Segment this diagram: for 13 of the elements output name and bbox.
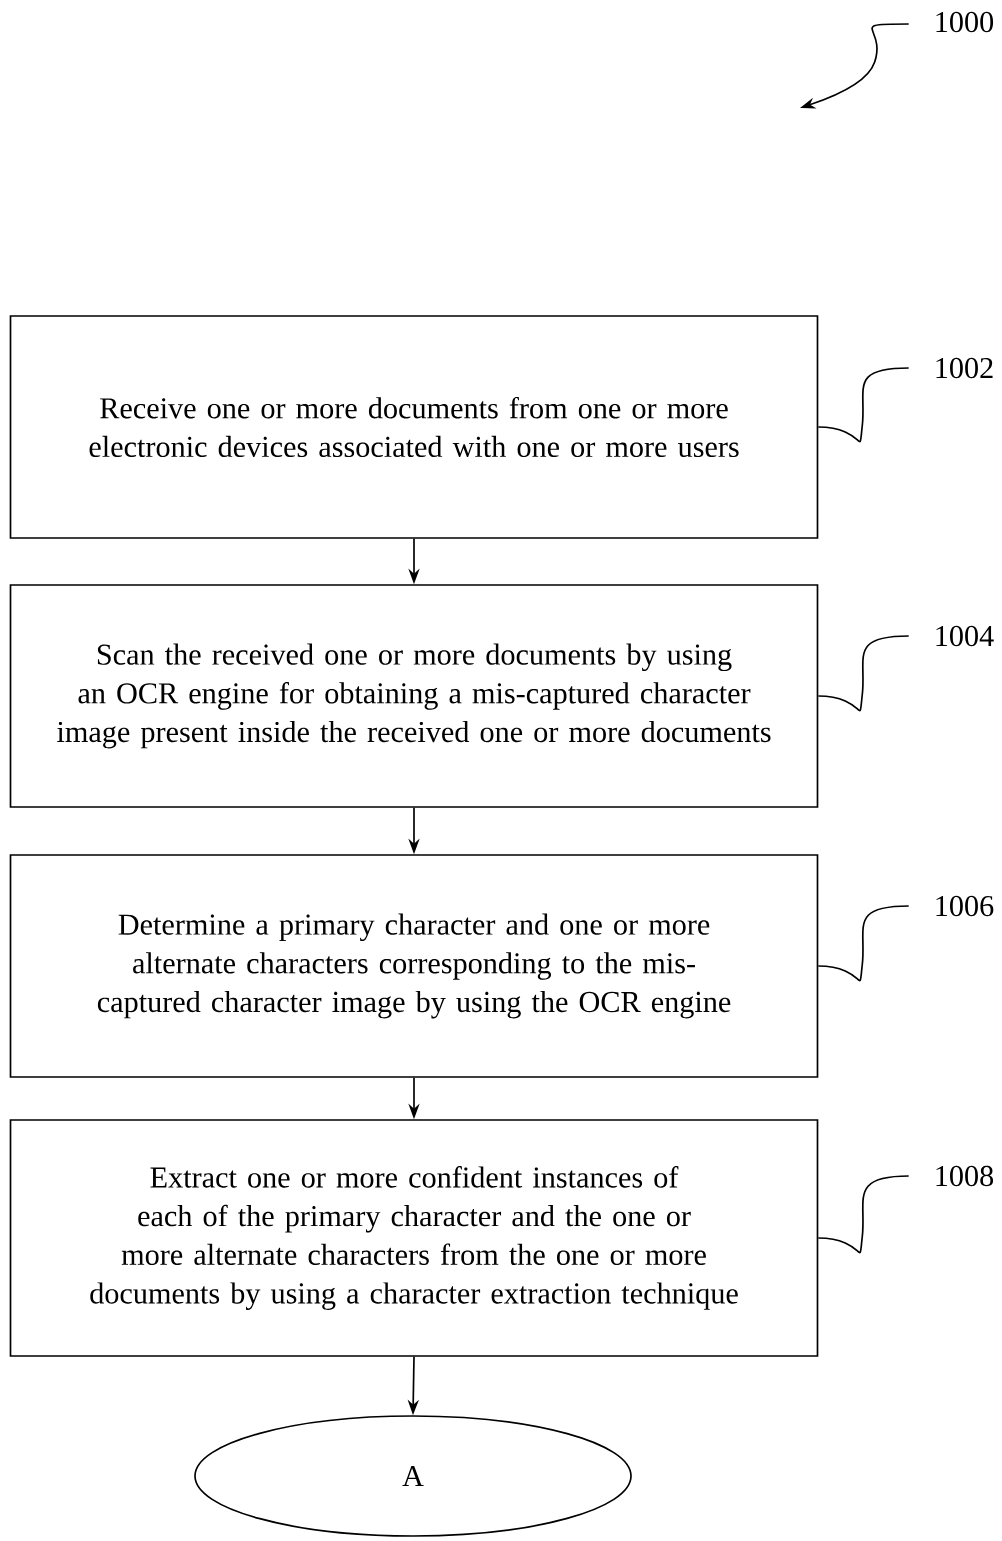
process-box: Determine a primary character and one or more alternate characters corresponding to the mis-captured character image by using the OCR engine [9,854,819,1078]
reference-number: 1002 [936,357,993,379]
reference-number: 1006 [936,895,994,917]
reference-number: 1008 [936,1165,994,1187]
leader-line [817,1175,910,1254]
leader-line [817,905,910,982]
process-box: Extract one or more confident instances of each of the primary character and the one or more alternate characters from the one or more documents by using a character extraction technique [9,1119,819,1357]
process-box: Receive one or more documents from one or more electronic devices associated with one or more users [9,315,819,539]
leader-line [817,367,910,443]
leader-line [817,635,910,712]
reference-number: 1004 [936,625,994,647]
process-box: Scan the received one or more documents by using an OCR engine for obtaining a mis-captured character image present inside the received one or more documents [9,584,819,808]
reference-number: 1000 [936,11,994,33]
